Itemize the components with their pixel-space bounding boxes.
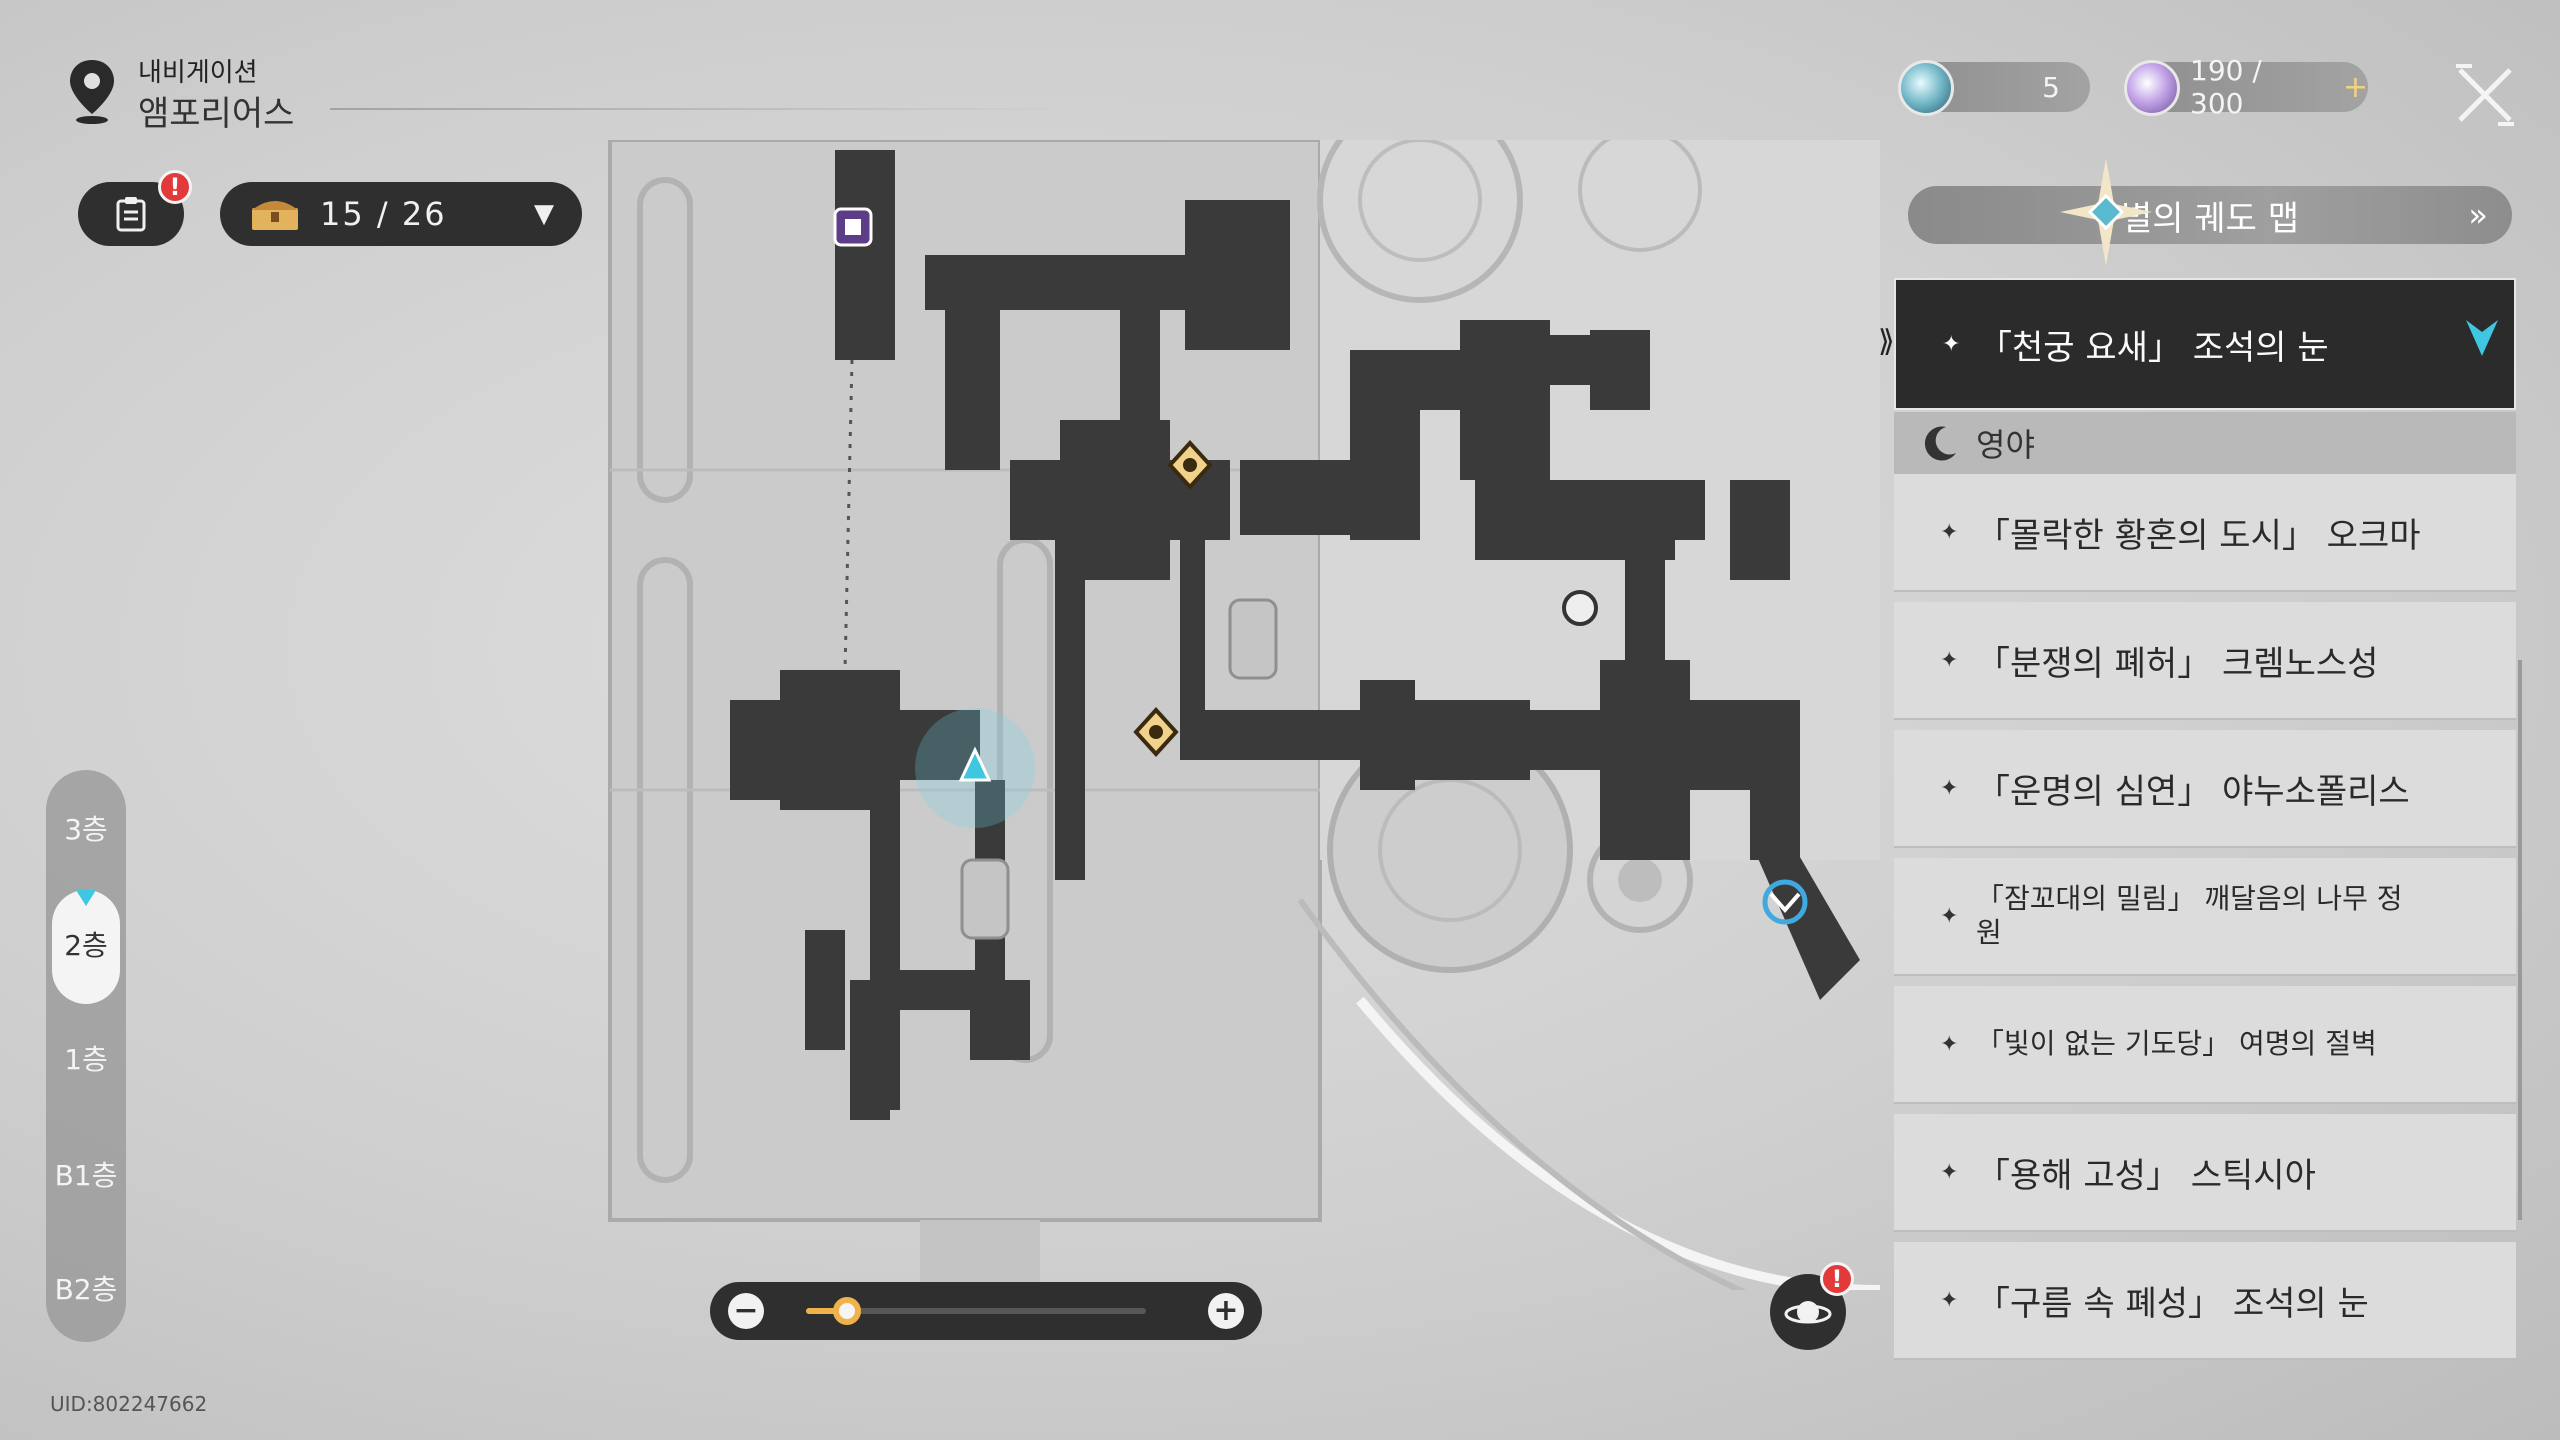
selected-world-marker-icon — [2466, 320, 2498, 356]
route-dotted-line — [843, 359, 854, 671]
zoom-out-button[interactable]: − — [728, 1293, 764, 1329]
zoom-slider-fill — [806, 1308, 847, 1314]
mission-alert-badge: ! — [158, 170, 192, 204]
star-fragment-icon — [1898, 60, 1954, 116]
world-list-scrollbar[interactable] — [2518, 660, 2522, 1220]
active-floor-highlight — [52, 890, 120, 1004]
close-icon[interactable] — [2450, 60, 2520, 130]
user-id: UID:802247662 — [50, 1392, 208, 1416]
space-anchor-icon[interactable] — [1167, 440, 1213, 490]
world-item-label: 「천궁 요새」 조석의 눈 — [1978, 327, 2329, 368]
star-bullet-icon: ✦ — [1940, 1287, 1959, 1313]
map-pillars — [960, 598, 1278, 940]
world-item-label: 「잠꼬대의 밀림」 깨달음의 나무 정원 — [1976, 882, 2403, 949]
world-item[interactable]: ✦ 「몰락한 황혼의 도시」 오크마 — [1894, 474, 2516, 592]
player-location-icon — [915, 708, 1035, 828]
world-item[interactable]: ✦ 「운명의 심연」 야누소폴리스 — [1894, 730, 2516, 848]
world-item-label: 「구름 속 폐성」 조석의 눈 — [1976, 1283, 2369, 1324]
currency-primary-value: 5 — [2042, 70, 2060, 104]
floor-b1[interactable]: B1층 — [54, 1159, 118, 1192]
double-chevron-right-icon: » — [2468, 196, 2488, 234]
star-bullet-icon: ✦ — [1940, 775, 1959, 801]
region-label: 영야 — [1976, 426, 2035, 464]
world-item[interactable]: ✦ 「용해 고성」 스틱시아 — [1894, 1114, 2516, 1232]
world-item[interactable]: ✦ 「빛이 없는 기도당」 여명의 절벽 — [1894, 986, 2516, 1104]
floor-1[interactable]: 1층 — [64, 1043, 108, 1076]
world-item-label: 「몰락한 황혼의 도시」 오크마 — [1976, 515, 2421, 556]
floor-b2[interactable]: B2층 — [54, 1273, 118, 1306]
current-location: 앰포리어스 — [138, 94, 295, 134]
star-bullet-icon: ✦ — [1940, 519, 1959, 545]
selection-cursor-icon: ⟫ — [1878, 324, 1895, 359]
floor-selector: 3층 2층 1층 B1층 B2층 — [46, 770, 126, 1342]
world-map[interactable] — [600, 140, 1880, 1290]
zoom-slider-handle[interactable] — [832, 1297, 861, 1325]
star-rail-map-title: 별의 궤도 맵 — [2120, 198, 2299, 239]
space-anchor-icon[interactable] — [1133, 707, 1179, 757]
world-item-label: 「용해 고성」 스틱시아 — [1976, 1155, 2316, 1196]
add-power-button[interactable]: + — [2342, 69, 2368, 105]
walkable-area — [730, 150, 1860, 1120]
waypoint-marker[interactable] — [1562, 590, 1598, 626]
star-bullet-icon: ✦ — [1940, 647, 1959, 673]
world-item-label: 「분쟁의 폐허」 크렘노스성 — [1976, 643, 2379, 684]
trailblaze-power-value: 190 / 300 — [2190, 54, 2262, 120]
treasure-chest-icon — [252, 201, 298, 230]
chest-count: 15 / 26 — [320, 195, 447, 233]
world-item[interactable]: ✦ 「잠꼬대의 밀림」 깨달음의 나무 정원 — [1894, 858, 2516, 976]
zoom-control: − + — [710, 1282, 1262, 1340]
world-list: ✦ 「천궁 요새」 조석의 눈 영야 ✦ 「몰락한 황혼의 도시」 오크마 ✦ … — [1894, 278, 2516, 1360]
planet-icon — [1784, 1301, 1832, 1324]
floor-3[interactable]: 3층 — [64, 813, 108, 846]
header-divider — [330, 108, 1080, 110]
world-item[interactable]: ✦ 「구름 속 폐성」 조석의 눈 — [1894, 1242, 2516, 1360]
world-item-selected[interactable]: ✦ 「천궁 요새」 조석의 눈 — [1894, 278, 2516, 410]
navigation-label: 내비게이션 — [138, 58, 258, 88]
region-sub-header: 영야 — [1894, 412, 2516, 474]
calyx-icon[interactable] — [1762, 879, 1808, 925]
star-rail-map-header[interactable]: 별의 궤도 맵 » — [1908, 186, 2512, 244]
trailblaze-power-icon — [2124, 60, 2180, 116]
map-pin-icon — [70, 60, 114, 124]
planet-alert-badge: ! — [1820, 1262, 1854, 1296]
world-item[interactable]: ✦ 「분쟁의 폐허」 크렘노스성 — [1894, 602, 2516, 720]
zoom-slider-track[interactable] — [806, 1308, 1146, 1314]
star-compass-icon — [2060, 158, 2152, 266]
current-floor-indicator-icon — [76, 890, 96, 906]
star-bullet-icon: ✦ — [1942, 331, 1961, 357]
floor-2[interactable]: 2층 — [64, 929, 108, 962]
star-bullet-icon: ✦ — [1940, 1031, 1959, 1057]
purple-puzzle-icon[interactable] — [833, 207, 873, 247]
zoom-in-button[interactable]: + — [1208, 1293, 1244, 1329]
star-bullet-icon: ✦ — [1940, 1159, 1959, 1185]
star-bullet-icon: ✦ — [1940, 903, 1959, 929]
treasure-chest-filter[interactable]: 15 / 26 ▼ — [220, 182, 582, 246]
crescent-moon-icon — [1924, 426, 1956, 461]
clipboard-icon — [116, 197, 146, 232]
world-item-label: 「빛이 없는 기도당」 여명의 절벽 — [1976, 1027, 2377, 1060]
chevron-down-icon: ▼ — [534, 199, 554, 229]
world-item-label: 「운명의 심연」 야누소폴리스 — [1976, 771, 2410, 812]
